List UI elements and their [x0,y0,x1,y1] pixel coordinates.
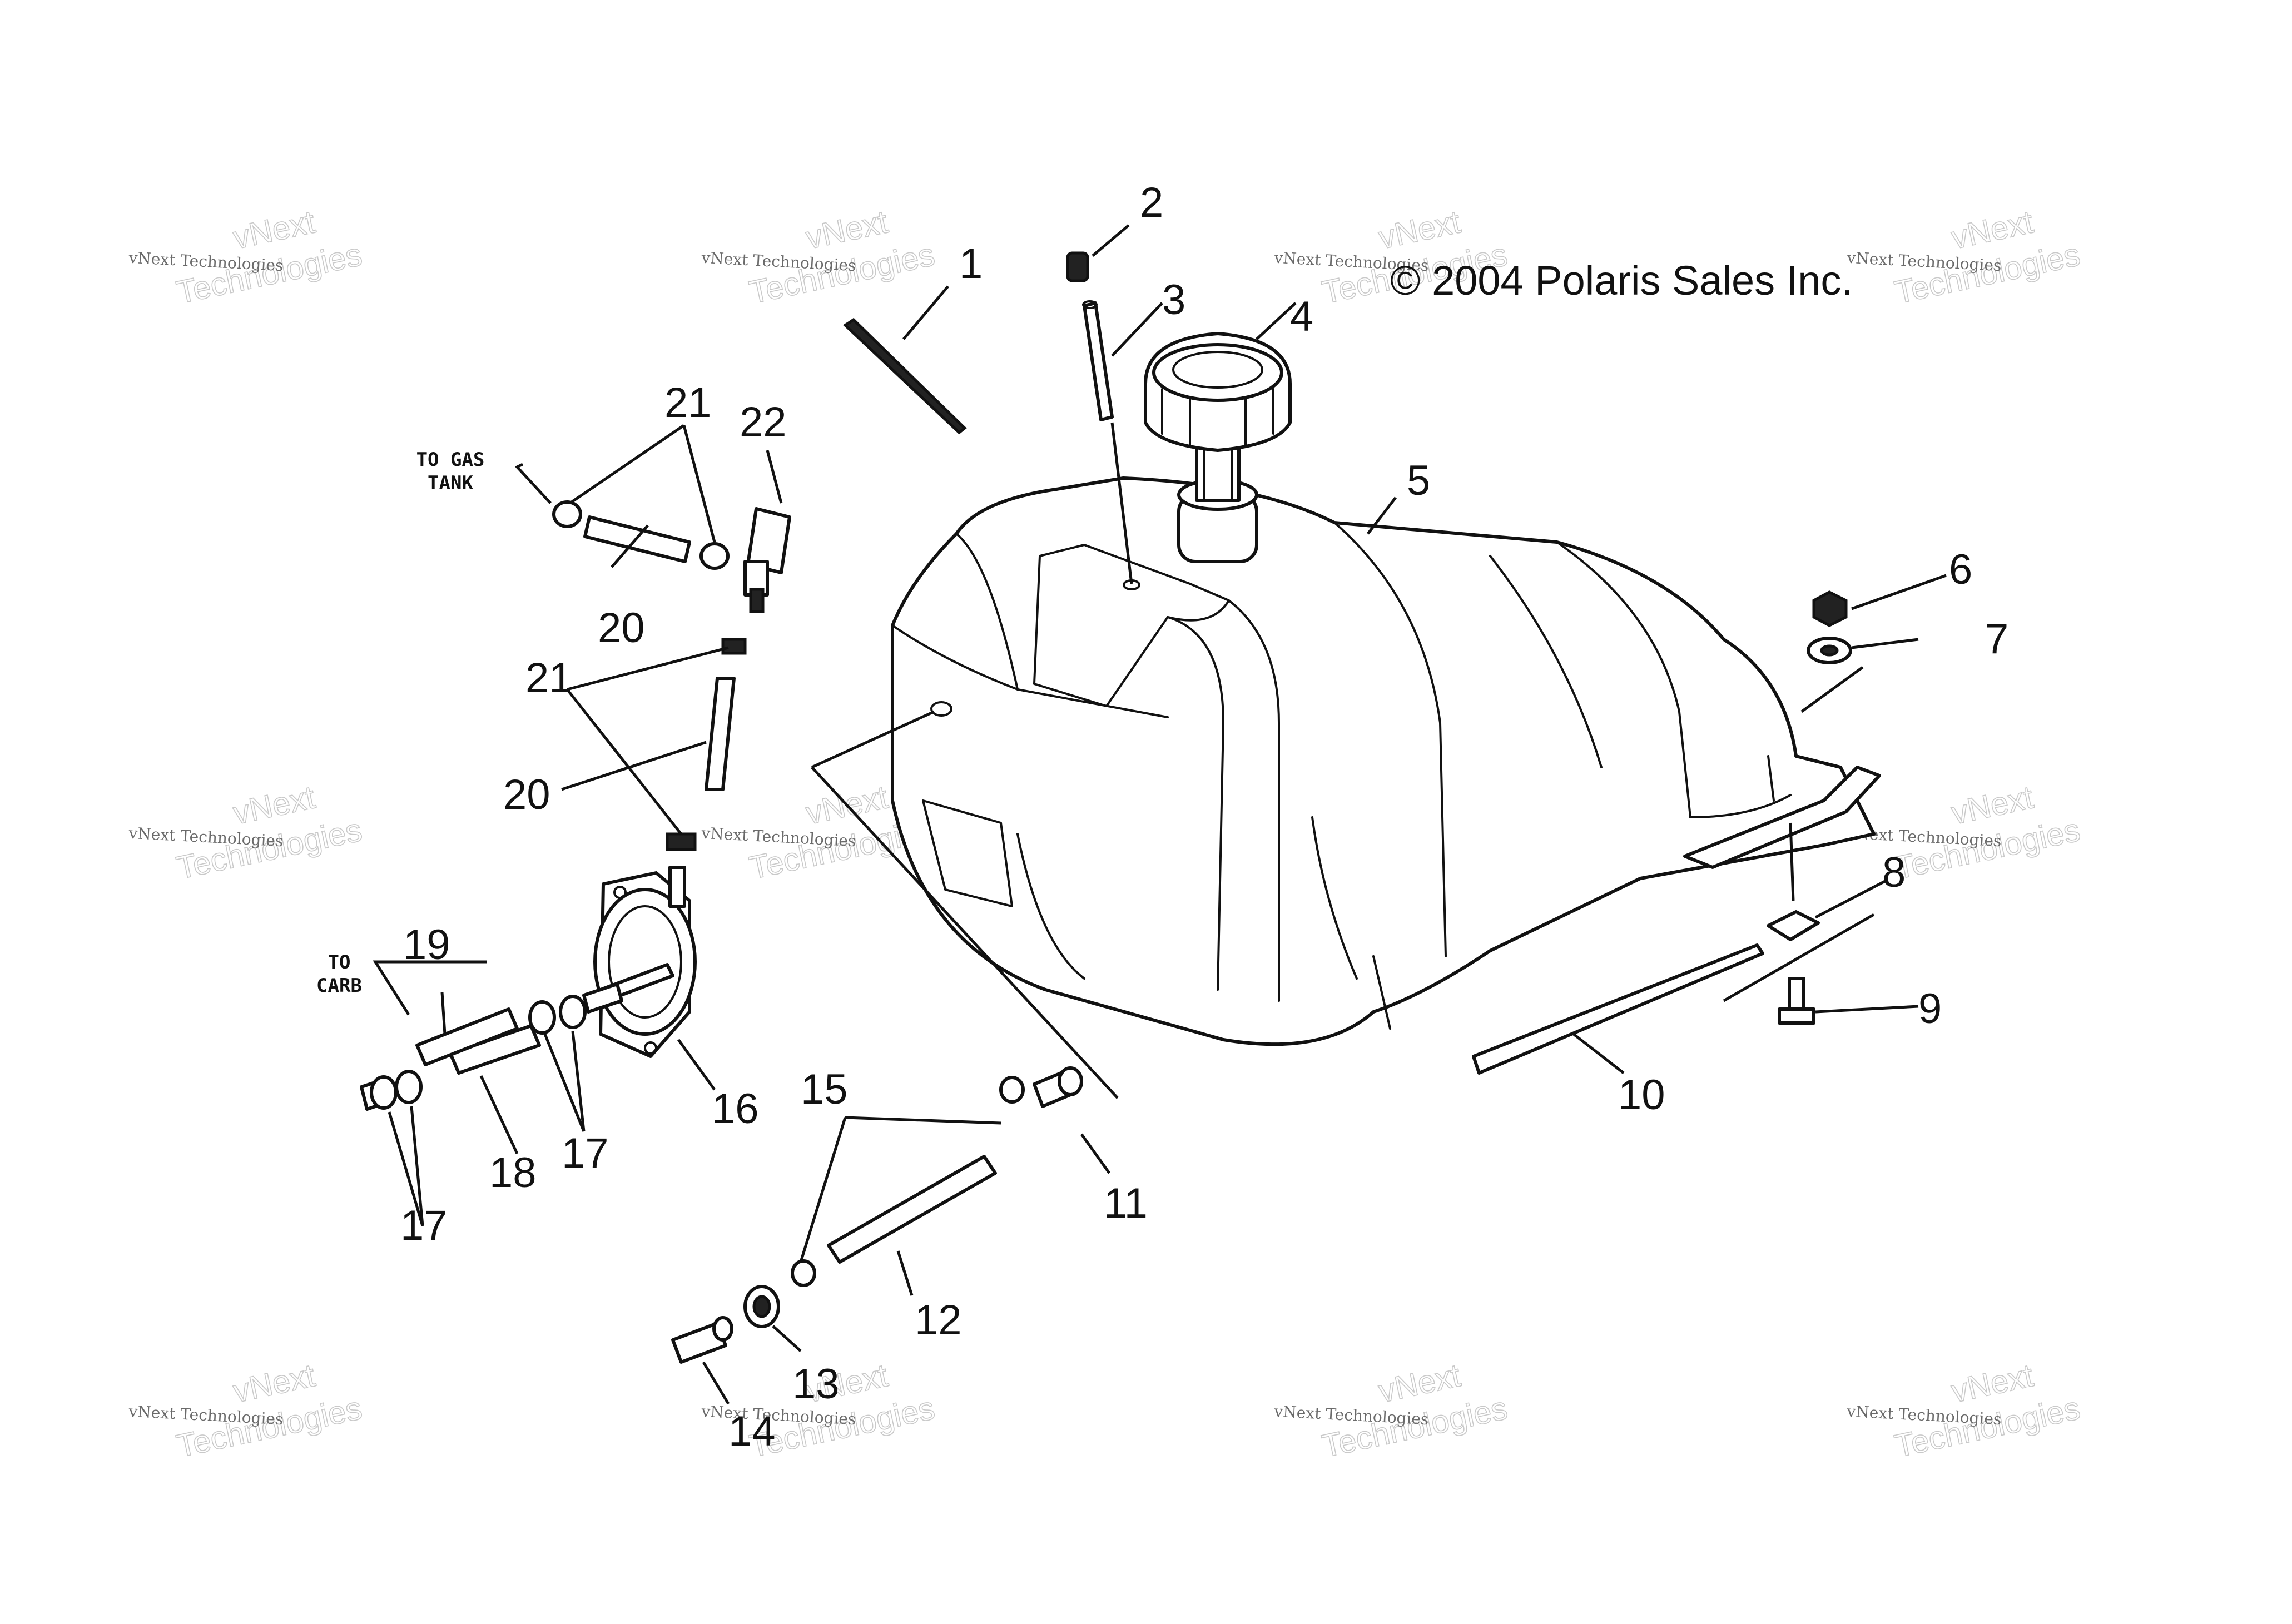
callout-3: 3 [1162,276,1185,324]
to-gas-tank-note-line1: TO GAS [416,449,485,471]
callout-11: 11 [1104,1180,1148,1227]
vent-fitting [1066,251,1089,282]
callout-17-left: 17 [400,1202,448,1249]
vent-hose [1082,300,1114,421]
to-carb-note-line1: TO [328,951,351,974]
hose-19 [415,1007,519,1066]
callout-8: 8 [1882,849,1906,896]
nut [1812,590,1848,627]
clamp-21-a [721,638,747,655]
grommet-13 [743,1285,780,1328]
copyright-text: © 2004 Polaris Sales Inc. [1390,257,1853,304]
callout-9: 9 [1918,985,1942,1032]
callout-17-pump: 17 [562,1130,609,1177]
callout-4: 4 [1290,293,1313,340]
washer [1807,637,1852,664]
bolt [1778,977,1815,1025]
callout-20-lower: 20 [503,771,550,818]
fuel-pump [582,866,697,1058]
fuel-valve [743,507,791,613]
callout-1: 1 [959,240,983,287]
callout-19: 19 [403,921,450,969]
callout-22: 22 [740,399,787,446]
callout-20-upper: 20 [598,604,645,652]
callout-13: 13 [792,1360,840,1408]
clamp-15-a [999,1076,1025,1104]
gas-cap [1144,332,1292,563]
callout-14: 14 [728,1408,776,1455]
clamp-21-b [666,832,697,851]
clamps-17-pump [528,995,587,1035]
callout-6: 6 [1949,546,1972,593]
callout-16: 16 [712,1085,759,1133]
rubber-pad [1767,910,1820,941]
callout-18: 18 [489,1149,537,1196]
hose-12 [827,1155,997,1264]
callout-12: 12 [915,1297,962,1344]
to-gas-tank-note-line2: TANK [428,472,473,494]
fitting-11 [1033,1066,1083,1108]
hose-20-lower [705,677,736,791]
callout-7: 7 [1985,615,2008,663]
callout-5: 5 [1407,457,1430,504]
callout-21-lower: 21 [525,654,573,702]
callout-10: 10 [1618,1071,1665,1119]
tank-strap [1472,943,1764,1075]
fuel-tank [891,476,1881,1046]
clamps-17-left [360,1070,423,1111]
to-carb-note-line2: CARB [316,975,362,997]
callout-15: 15 [801,1066,848,1113]
clamp-15-b [791,1259,816,1287]
callout-2: 2 [1140,179,1163,226]
leader-lines [373,224,1947,1405]
fitting-14 [671,1316,733,1364]
callout-21-upper: 21 [664,379,712,426]
cable-tie [842,317,967,435]
